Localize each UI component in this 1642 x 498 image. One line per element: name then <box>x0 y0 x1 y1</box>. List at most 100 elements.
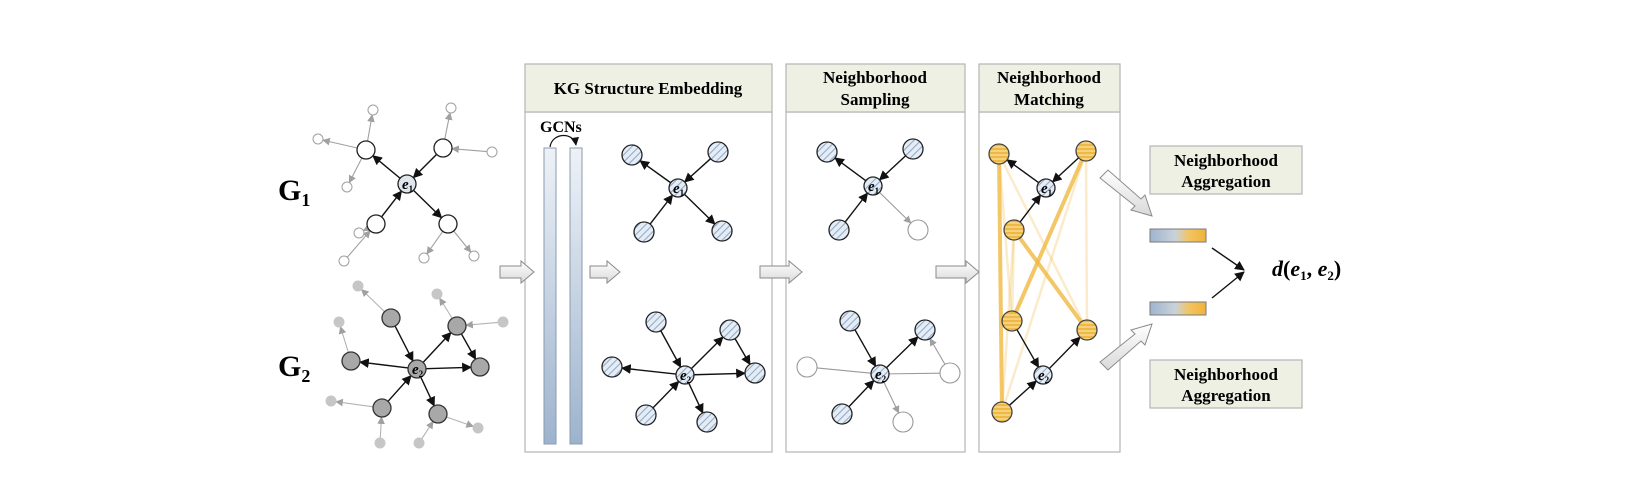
neighbor-node <box>470 357 490 377</box>
kg-structure-embedding-title: KG Structure Embedding <box>554 79 743 98</box>
neighbor-node <box>438 214 458 234</box>
graph-edge <box>412 189 443 219</box>
center-entity-label: e2 <box>875 367 887 384</box>
distance-formula: d(e1, e2) <box>1272 256 1341 283</box>
center-entity-e2 <box>870 364 890 384</box>
embedded-neighbor-node <box>719 319 741 341</box>
matched-neighbor-node <box>988 143 1010 165</box>
graph-edge <box>854 329 877 368</box>
graph-edge <box>639 160 672 184</box>
outer-neighbor-node <box>352 280 364 292</box>
outer-neighbor-node <box>341 181 353 193</box>
embedded-neighbor-node <box>635 404 657 426</box>
graph-edge <box>683 158 712 183</box>
embedded-neighbor-node <box>621 144 643 166</box>
unsampled-neighbor-node <box>907 219 929 241</box>
graph-edge <box>649 194 674 225</box>
neighbor-node <box>381 308 401 328</box>
weak-match-line <box>997 153 1089 331</box>
g1-label: G1 <box>278 174 310 210</box>
outer-neighbor-node <box>486 146 498 158</box>
neighborhood-aggregation-bottom: Neighborhood Aggregation <box>1149 359 1303 409</box>
vector-to-distance-arrow <box>1211 247 1245 271</box>
embedded-neighbor-node <box>633 221 655 243</box>
embedded-neighbor-node <box>711 220 733 242</box>
outer-neighbor-node <box>445 102 457 114</box>
center-entity-e2 <box>675 365 695 385</box>
graph-edge <box>1008 380 1038 406</box>
center-entity-label: e1 <box>402 177 414 194</box>
graph-edge <box>394 325 414 362</box>
graph-g1: e1 <box>312 102 498 267</box>
embedded-neighbor-node <box>601 356 623 378</box>
aggregation-bottom-line2: Aggregation <box>1181 386 1271 405</box>
graph-edge <box>848 379 875 408</box>
graph-edge <box>683 193 716 225</box>
graph-edge <box>412 153 438 179</box>
graph-edge <box>885 336 919 369</box>
outer-neighbor-node <box>325 395 337 407</box>
graph-edge <box>446 416 475 428</box>
strong-match-line <box>997 153 1004 413</box>
neighborhood-matching-title-line1: Neighborhood <box>997 68 1101 87</box>
graph-edge <box>883 381 900 414</box>
neighborhood-aggregation-top: Neighborhood Aggregation <box>1149 145 1303 195</box>
outer-neighbor-node <box>312 133 324 145</box>
graph-edge <box>439 297 453 319</box>
flow-arrow <box>589 259 621 285</box>
graph-edge <box>660 330 682 368</box>
center-entity-e1 <box>668 178 688 198</box>
aggregated-vector-e2 <box>1149 301 1207 316</box>
sampled-neighbor-node <box>831 403 853 425</box>
center-entity-e2 <box>1033 365 1053 385</box>
outer-neighbor-node <box>374 437 386 449</box>
graph-edge <box>372 155 401 179</box>
graph-g2: e2 <box>325 280 509 449</box>
matched-neighbor-node <box>1003 219 1025 241</box>
graph-edge <box>420 376 435 407</box>
sampled-neighbor-node <box>816 141 838 163</box>
graph-edge <box>361 288 385 313</box>
unsampled-neighbor-node <box>939 362 961 384</box>
center-entity-e1 <box>863 176 883 196</box>
graph-edge <box>451 145 488 154</box>
aggregation-bottom-line1: Neighborhood <box>1174 365 1278 384</box>
sampled-neighbor-node <box>902 138 924 160</box>
graph-edge <box>322 137 358 149</box>
strong-match-line <box>1010 150 1088 322</box>
neighborhood-sampling-title-line1: Neighborhood <box>823 68 927 87</box>
outer-neighbor-node <box>338 255 350 267</box>
embedded-neighbor-node <box>744 362 766 384</box>
graph-edge <box>1051 157 1080 183</box>
graph-edge <box>453 230 472 253</box>
graph-edge <box>358 358 409 369</box>
embedded-neighbor-node <box>696 411 718 433</box>
matched-neighbor-node <box>1075 140 1097 162</box>
neighbor-node <box>366 214 386 234</box>
neighbor-node <box>356 140 376 160</box>
graph-edge <box>346 230 371 258</box>
matched-neighbor-node <box>1001 310 1023 332</box>
weak-match-line <box>1084 150 1089 331</box>
graph-edge <box>1019 194 1042 223</box>
center-entity-label: e1 <box>868 179 880 196</box>
graph-edge <box>693 368 746 379</box>
unsampled-neighbor-node <box>892 411 914 433</box>
aggregation-arrow-top <box>1099 169 1153 217</box>
graph-edge <box>816 367 872 374</box>
unsampled-neighbor-node <box>796 356 818 378</box>
vector-to-distance-arrow <box>1211 271 1245 299</box>
graph-edge <box>690 336 724 370</box>
graph-edge <box>878 155 907 181</box>
embedded-neighbor-node <box>645 311 667 333</box>
g2-label: G2 <box>278 350 310 386</box>
graph-edge <box>888 372 941 375</box>
graph-edge <box>421 420 434 440</box>
graph-edge <box>734 338 751 366</box>
center-entity-e1 <box>1036 178 1056 198</box>
outer-neighbor-node <box>418 252 430 264</box>
outer-neighbor-node <box>472 422 484 434</box>
